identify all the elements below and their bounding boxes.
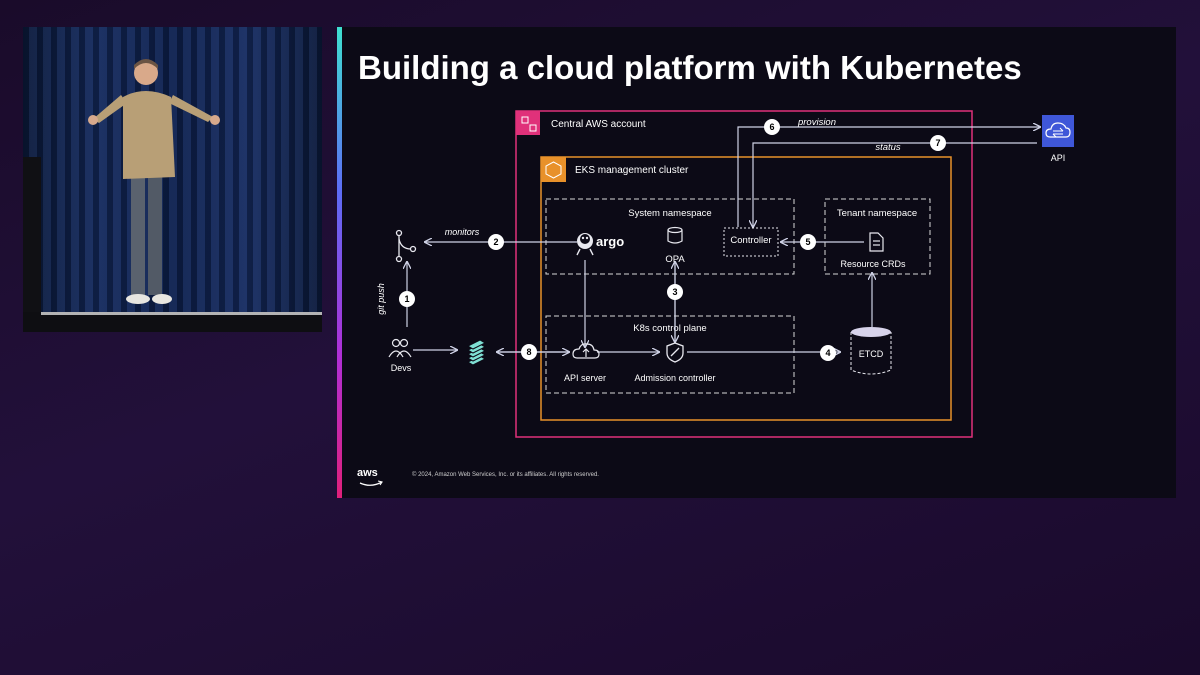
presenter-figure <box>88 59 220 304</box>
provision-label: provision <box>797 117 836 128</box>
step-badge-4: 4 <box>820 345 836 361</box>
svg-text:5: 5 <box>805 237 810 247</box>
admission-controller-label: Admission controller <box>634 373 715 383</box>
argo-label: argo <box>596 234 624 249</box>
provision-arrow <box>737 127 1040 227</box>
step-badge-3: 3 <box>667 284 683 300</box>
step-badges: 1 2 3 4 5 6 7 8 <box>399 119 946 361</box>
cloud-upload-icon <box>572 343 600 359</box>
step-badge-7: 7 <box>930 135 946 151</box>
devs-label: Devs <box>391 363 412 373</box>
svg-text:7: 7 <box>935 138 940 148</box>
system-namespace-label: System namespace <box>628 208 711 219</box>
slide-title: Building a cloud platform with Kubernete… <box>358 49 1022 86</box>
step-badge-5: 5 <box>800 234 816 250</box>
presentation-slide: Building a cloud platform with Kubernete… <box>337 27 1176 498</box>
api-server-label: API server <box>564 373 606 383</box>
controller-box: Controller <box>723 227 779 257</box>
stage-edge <box>41 312 322 315</box>
argo-icon <box>576 233 594 256</box>
step-badge-6: 6 <box>764 119 780 135</box>
speaker-video <box>23 27 322 332</box>
stack-icon <box>466 339 487 366</box>
step-badge-1: 1 <box>399 291 415 307</box>
opa-label: OPA <box>665 254 685 265</box>
eks-cluster-group: EKS management cluster <box>540 156 952 421</box>
eks-cluster-label: EKS management cluster <box>575 165 689 176</box>
status-label: status <box>875 142 901 153</box>
aws-logo-text: aws <box>357 467 378 479</box>
svg-text:8: 8 <box>526 347 531 357</box>
devs-icon <box>388 338 412 358</box>
api-service: API <box>1042 115 1074 163</box>
monitors-label: monitors <box>445 227 480 237</box>
git-icon <box>395 229 417 263</box>
document-icon <box>869 232 884 252</box>
k8s-control-plane-label: K8s control plane <box>633 323 706 334</box>
shield-icon <box>666 342 684 363</box>
controller-label: Controller <box>730 235 771 246</box>
system-namespace-group: System namespace <box>545 198 795 275</box>
svg-text:2: 2 <box>493 237 498 247</box>
svg-text:6: 6 <box>769 122 774 132</box>
etcd-label: ETCD <box>859 349 884 359</box>
opa-icon <box>667 226 683 244</box>
aws-logo <box>359 480 383 486</box>
slide-accent-bar <box>337 27 342 498</box>
stage-floor <box>23 312 322 332</box>
step-badge-2: 2 <box>488 234 504 250</box>
git-push-label: git push <box>376 283 386 315</box>
svg-text:4: 4 <box>825 348 830 358</box>
stage-curtain <box>23 27 322 332</box>
svg-text:1: 1 <box>404 294 409 304</box>
tenant-namespace-label: Tenant namespace <box>837 208 917 219</box>
resource-crds-label: Resource CRDs <box>840 259 906 269</box>
etcd-database: ETCD <box>850 327 892 375</box>
svg-text:3: 3 <box>672 287 677 297</box>
central-account-label: Central AWS account <box>551 119 646 130</box>
central-aws-account-group: Central AWS account <box>515 110 973 438</box>
k8s-control-plane-group: K8s control plane <box>545 315 795 394</box>
tenant-namespace-group: Tenant namespace <box>824 198 931 275</box>
stage-side <box>23 157 41 332</box>
step-badge-8: 8 <box>521 344 537 360</box>
api-label: API <box>1051 153 1066 163</box>
architecture-diagram: Central AWS account EKS management clust… <box>376 110 1074 438</box>
copyright-notice: © 2024, Amazon Web Services, Inc. or its… <box>412 472 599 478</box>
